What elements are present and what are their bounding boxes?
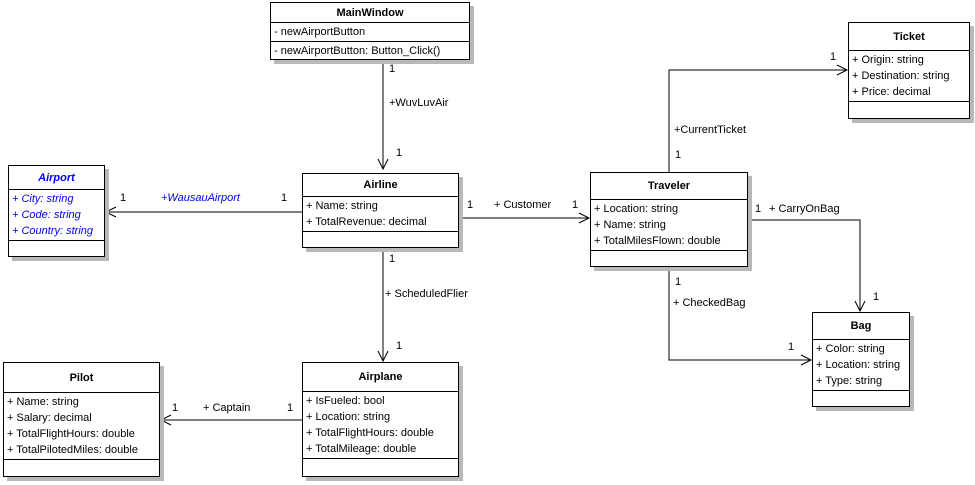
class-title: Airport — [38, 171, 75, 184]
attributes-compartment: + IsFueled: bool + Location: string + To… — [303, 391, 458, 458]
multiplicity: 1 — [755, 203, 762, 215]
edge-label-carryonbag: + CarryOnBag — [769, 203, 840, 215]
class-attribute: + TotalFlightHours: double — [7, 428, 135, 440]
attributes-compartment: + Name: string + Salary: decimal + Total… — [4, 392, 159, 459]
attributes-compartment: + City: string + Code: string + Country:… — [9, 189, 104, 240]
class-attribute: + Location: string — [306, 411, 391, 423]
operations-compartment — [4, 459, 159, 476]
edge-airline-traveler[interactable] — [459, 212, 591, 224]
class-title: Ticket — [893, 30, 925, 43]
edge-airline-airplane[interactable] — [377, 248, 389, 363]
edge-label-wuvluvair: +WuvLuvAir — [389, 97, 449, 109]
operations-compartment — [591, 250, 747, 266]
class-attribute: + Destination: string — [852, 70, 950, 82]
operations-compartment: - newAirportButton: Button_Click() — [271, 41, 469, 60]
multiplicity: 1 — [572, 199, 579, 211]
class-attribute: + TotalMileage: double — [306, 443, 417, 455]
class-airline[interactable]: Airline + Name: string + TotalRevenue: d… — [302, 173, 459, 248]
operations-compartment — [9, 240, 104, 256]
class-attribute: + Location: string — [816, 359, 901, 371]
multiplicity: 1 — [287, 402, 294, 414]
class-attribute: + TotalMilesFlown: double — [594, 235, 721, 247]
multiplicity: 1 — [389, 253, 396, 265]
operations-compartment — [849, 101, 969, 118]
class-attribute: + Type: string — [816, 375, 883, 387]
attributes-compartment: + Location: string + Name: string + Tota… — [591, 199, 747, 250]
operations-compartment — [813, 390, 909, 406]
class-ticket[interactable]: Ticket + Origin: string + Destination: s… — [848, 22, 970, 119]
edge-traveler-bag-checked[interactable] — [668, 267, 813, 366]
edge-label-currentticket: +CurrentTicket — [674, 124, 747, 136]
class-attribute: - newAirportButton — [274, 26, 366, 38]
class-attribute: + Name: string — [7, 396, 79, 408]
operations-compartment — [303, 231, 458, 247]
class-title: Pilot — [69, 371, 94, 384]
class-traveler[interactable]: Traveler + Location: string + Name: stri… — [590, 172, 748, 267]
class-attribute: + TotalPilotedMiles: double — [7, 444, 138, 456]
class-attribute: + Color: string — [816, 343, 885, 355]
edge-traveler-ticket[interactable] — [668, 64, 849, 172]
class-attribute: + Origin: string — [852, 54, 924, 66]
class-title: Traveler — [647, 180, 691, 192]
edge-label-scheduledflier: + ScheduledFlier — [385, 288, 468, 300]
class-attribute: + Salary: decimal — [7, 412, 92, 424]
edge-mainwindow-airline[interactable] — [377, 60, 389, 171]
edge-airplane-pilot[interactable] — [159, 414, 302, 426]
attributes-compartment: + Color: string + Location: string + Typ… — [813, 339, 909, 390]
class-attribute: + Name: string — [306, 200, 378, 212]
attributes-compartment: + Origin: string + Destination: string +… — [849, 50, 969, 101]
class-title: Bag — [850, 320, 872, 332]
multiplicity: 1 — [873, 291, 880, 303]
class-pilot[interactable]: Pilot + Name: string + Salary: decimal +… — [3, 362, 160, 477]
class-attribute: + Code: string — [12, 209, 81, 221]
class-attribute: + Location: string — [594, 203, 679, 215]
class-title: Airplane — [358, 371, 403, 383]
class-title: MainWindow — [336, 6, 404, 19]
class-title: Airline — [363, 179, 398, 191]
edge-label-customer: + Customer — [494, 199, 552, 211]
class-airport[interactable]: Airport + City: string + Code: string + … — [8, 165, 105, 257]
multiplicity: 1 — [675, 276, 682, 288]
multiplicity: 1 — [830, 51, 837, 63]
multiplicity: 1 — [281, 192, 288, 204]
multiplicity: 1 — [788, 341, 795, 353]
multiplicity: 1 — [172, 402, 179, 414]
edge-label-captain: + Captain — [203, 402, 251, 414]
edge-label-checkedbag: + CheckedBag — [673, 297, 746, 309]
class-attribute: + TotalRevenue: decimal — [306, 216, 427, 228]
class-bag[interactable]: Bag + Color: string + Location: string +… — [812, 312, 910, 407]
attributes-compartment: + Name: string + TotalRevenue: decimal — [303, 196, 458, 231]
class-mainwindow[interactable]: MainWindow - newAirportButton - newAirpo… — [270, 2, 470, 60]
class-attribute: + City: string — [12, 193, 74, 205]
class-airplane[interactable]: Airplane + IsFueled: bool + Location: st… — [302, 362, 459, 477]
multiplicity: 1 — [396, 340, 403, 352]
class-attribute: + TotalFlightHours: double — [306, 427, 434, 439]
multiplicity: 1 — [467, 199, 474, 211]
multiplicity: 1 — [396, 147, 403, 159]
edge-traveler-bag-carryon[interactable] — [748, 219, 866, 313]
operations-compartment — [303, 458, 458, 476]
edge-airline-airport[interactable] — [104, 206, 302, 218]
class-attribute: + Name: string — [594, 219, 666, 231]
edge-label-wausauairport: +WausauAirport — [161, 192, 240, 204]
attributes-compartment: - newAirportButton — [271, 22, 469, 41]
class-operation: - newAirportButton: Button_Click() — [274, 45, 441, 57]
multiplicity: 1 — [389, 63, 396, 75]
class-attribute: + IsFueled: bool — [306, 395, 385, 407]
class-attribute: + Price: decimal — [852, 86, 931, 98]
class-attribute: + Country: string — [12, 225, 94, 237]
multiplicity: 1 — [675, 149, 682, 161]
multiplicity: 1 — [120, 192, 127, 204]
